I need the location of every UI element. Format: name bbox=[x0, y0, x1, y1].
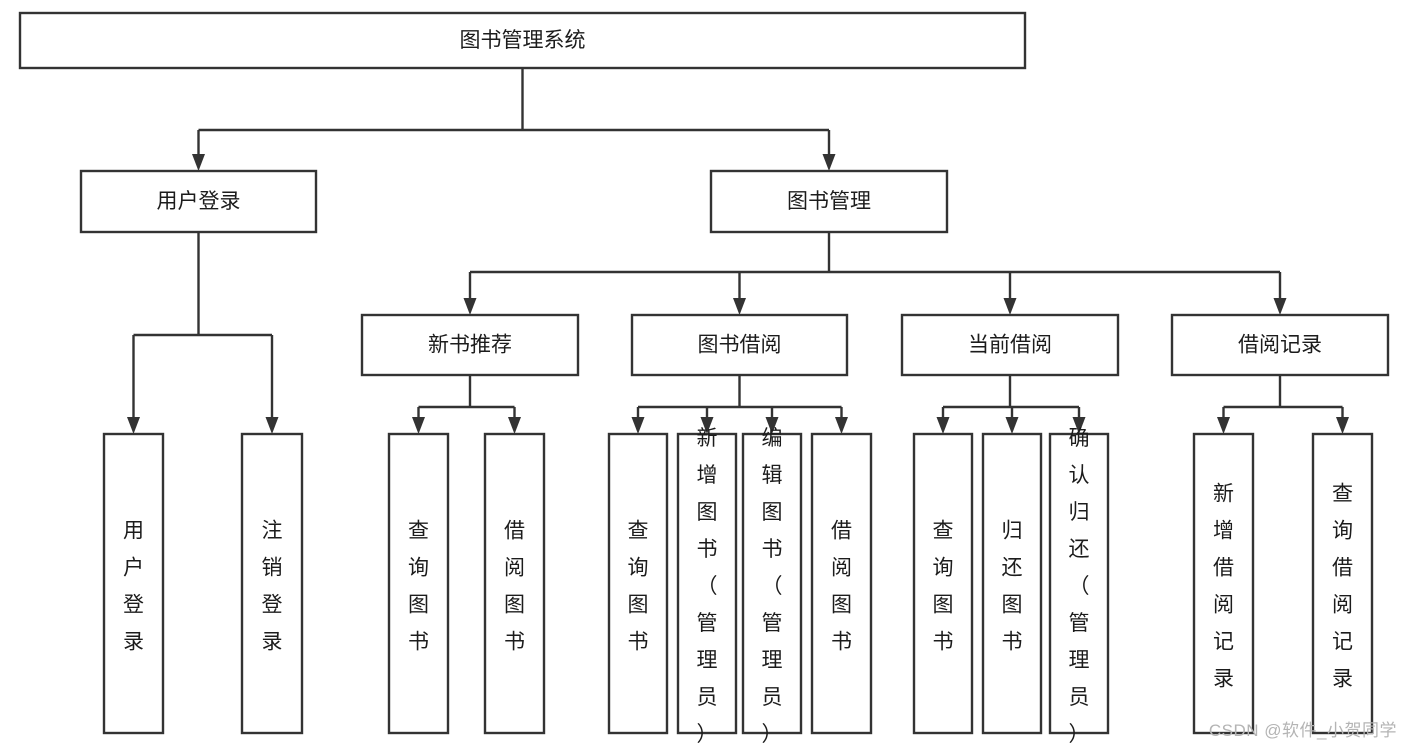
nodes-layer: 图书管理系统用户登录图书管理新书推荐图书借阅当前借阅借阅记录用户登录注销登录查询… bbox=[18, 11, 1390, 746]
leaf-query-book-current-label: 查询图书 bbox=[933, 520, 954, 654]
leaf-query-book-newbook-box bbox=[387, 432, 450, 735]
leaf-logout-box bbox=[240, 432, 304, 735]
leaf-confirm-return-admin-label: 确认归还（管理员） bbox=[1069, 427, 1090, 746]
leaf-borrow-book-borrowing[interactable]: 借阅图书 bbox=[810, 432, 873, 735]
leaf-return-book-label: 归还图书 bbox=[1002, 520, 1023, 654]
node-book-management-label: 图书管理 bbox=[787, 190, 871, 213]
leaf-logout[interactable]: 注销登录 bbox=[240, 432, 304, 735]
node-book-borrowing-label: 图书借阅 bbox=[698, 334, 782, 357]
leaf-return-book[interactable]: 归还图书 bbox=[981, 432, 1043, 735]
node-book-management-system-label: 图书管理系统 bbox=[460, 29, 586, 52]
node-borrow-record-box bbox=[1170, 313, 1390, 377]
leaf-query-borrow-record-label: 查询借阅记录 bbox=[1332, 483, 1353, 691]
leaf-query-borrow-record[interactable]: 查询借阅记录 bbox=[1311, 432, 1374, 735]
leaf-user-login-label: 用户登录 bbox=[123, 520, 144, 654]
node-book-borrowing-box bbox=[630, 313, 849, 377]
leaf-confirm-return-admin-box bbox=[1048, 432, 1110, 735]
leaf-borrow-book-newbook-box bbox=[483, 432, 546, 735]
leaf-return-book-box bbox=[981, 432, 1043, 735]
node-user-login-label: 用户登录 bbox=[157, 190, 241, 213]
connectors-layer bbox=[127, 68, 1349, 434]
node-current-borrowing-label: 当前借阅 bbox=[968, 334, 1052, 357]
leaf-add-book-admin-label: 新增图书（管理员） bbox=[697, 427, 718, 746]
leaf-add-book-admin-box bbox=[676, 432, 738, 735]
leaf-query-book-newbook-label: 查询图书 bbox=[408, 520, 429, 654]
node-current-borrowing[interactable]: 当前借阅 bbox=[900, 313, 1120, 377]
leaf-query-book-current[interactable]: 查询图书 bbox=[912, 432, 974, 735]
leaf-user-login[interactable]: 用户登录 bbox=[102, 432, 165, 735]
node-borrow-record[interactable]: 借阅记录 bbox=[1170, 313, 1390, 377]
node-book-management[interactable]: 图书管理 bbox=[709, 169, 949, 234]
leaf-add-borrow-record-label: 新增借阅记录 bbox=[1213, 483, 1234, 691]
node-book-management-box bbox=[709, 169, 949, 234]
node-book-borrowing[interactable]: 图书借阅 bbox=[630, 313, 849, 377]
leaf-borrow-book-newbook-label: 借阅图书 bbox=[504, 520, 525, 654]
leaf-logout-label: 注销登录 bbox=[262, 520, 283, 654]
leaf-query-book-newbook[interactable]: 查询图书 bbox=[387, 432, 450, 735]
leaf-query-borrow-record-box bbox=[1311, 432, 1374, 735]
node-new-book-recommendation-box bbox=[360, 313, 580, 377]
leaf-borrow-book-borrowing-label: 借阅图书 bbox=[831, 520, 852, 654]
node-book-management-system-box bbox=[18, 11, 1027, 70]
leaf-confirm-return-admin[interactable]: 确认归还（管理员） bbox=[1048, 427, 1110, 746]
leaf-edit-book-admin-box bbox=[741, 432, 803, 735]
node-user-login-box bbox=[79, 169, 318, 234]
leaf-query-book-borrowing[interactable]: 查询图书 bbox=[607, 432, 669, 735]
node-user-login[interactable]: 用户登录 bbox=[79, 169, 318, 234]
leaf-edit-book-admin[interactable]: 编辑图书（管理员） bbox=[741, 427, 803, 746]
node-current-borrowing-box bbox=[900, 313, 1120, 377]
node-new-book-recommendation[interactable]: 新书推荐 bbox=[360, 313, 580, 377]
leaf-borrow-book-borrowing-box bbox=[810, 432, 873, 735]
leaf-user-login-box bbox=[102, 432, 165, 735]
leaf-edit-book-admin-label: 编辑图书（管理员） bbox=[762, 427, 783, 746]
node-book-management-system[interactable]: 图书管理系统 bbox=[18, 11, 1027, 70]
leaf-borrow-book-newbook[interactable]: 借阅图书 bbox=[483, 432, 546, 735]
leaf-query-book-current-box bbox=[912, 432, 974, 735]
leaf-add-borrow-record[interactable]: 新增借阅记录 bbox=[1192, 432, 1255, 735]
leaf-add-book-admin[interactable]: 新增图书（管理员） bbox=[676, 427, 738, 746]
leaf-add-borrow-record-box bbox=[1192, 432, 1255, 735]
leaf-query-book-borrowing-label: 查询图书 bbox=[628, 520, 649, 654]
node-borrow-record-label: 借阅记录 bbox=[1238, 334, 1322, 357]
node-new-book-recommendation-label: 新书推荐 bbox=[428, 334, 512, 357]
leaf-query-book-borrowing-box bbox=[607, 432, 669, 735]
csdn-watermark: CSDN @软件_小贺同学 bbox=[1208, 721, 1397, 740]
